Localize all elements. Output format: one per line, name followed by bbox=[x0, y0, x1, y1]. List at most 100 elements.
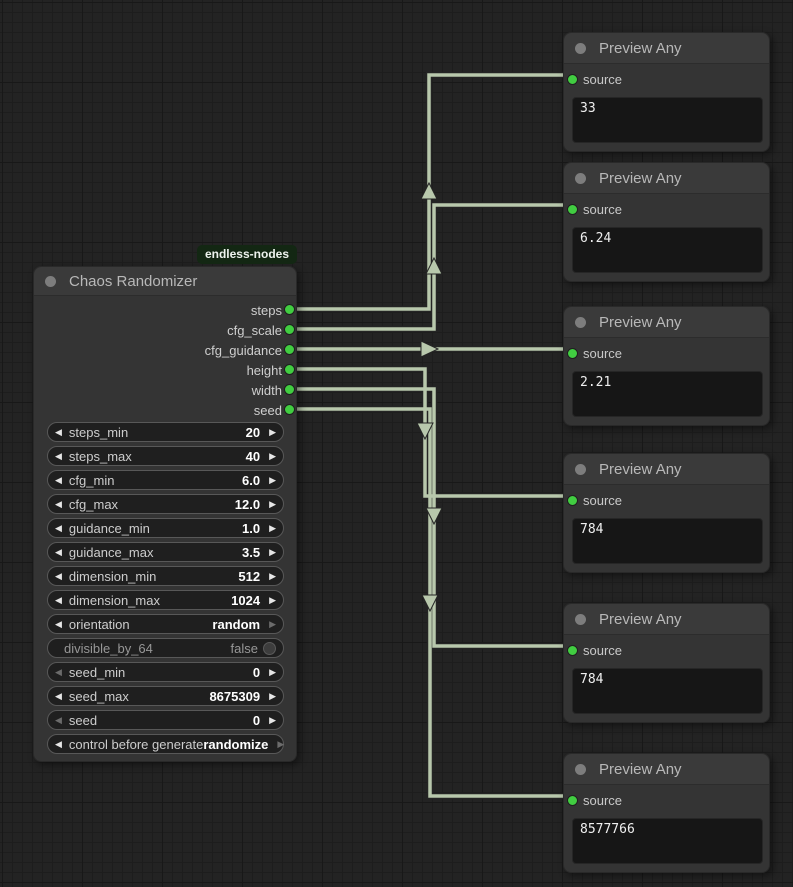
preview-value-box[interactable]: 8577766 bbox=[572, 818, 763, 864]
widget-value[interactable]: 12.0 bbox=[234, 496, 261, 512]
node-title-bar[interactable]: Preview Any bbox=[564, 307, 769, 338]
widget-value[interactable]: 3.5 bbox=[242, 544, 261, 560]
node-title-bar[interactable]: Preview Any bbox=[564, 163, 769, 194]
decrement-arrow-icon[interactable] bbox=[55, 620, 62, 629]
chaos-randomizer-node[interactable]: endless-nodes Chaos Randomizer steps cfg… bbox=[33, 245, 297, 762]
preview-any-node-3[interactable]: Preview Any source 2.21 bbox=[563, 306, 770, 426]
output-slot-cfg-guidance[interactable] bbox=[284, 344, 295, 355]
node-title-bar[interactable]: Preview Any bbox=[564, 754, 769, 785]
output-slot-seed[interactable] bbox=[284, 404, 295, 415]
widget-control-before-generate[interactable]: control before generate randomize bbox=[47, 734, 284, 754]
slot-label: source bbox=[583, 201, 623, 217]
increment-arrow-icon[interactable] bbox=[269, 476, 276, 485]
increment-arrow-icon[interactable] bbox=[277, 740, 284, 749]
output-slot-cfg-scale[interactable] bbox=[284, 324, 295, 335]
node-title-bar[interactable]: Preview Any bbox=[564, 33, 769, 64]
widget-dimension-max[interactable]: dimension_max 1024 bbox=[47, 590, 284, 610]
widget-value[interactable]: 1.0 bbox=[242, 520, 261, 536]
widget-label: guidance_min bbox=[68, 520, 150, 536]
widget-value[interactable]: 512 bbox=[238, 568, 261, 584]
widget-divisible-by-64[interactable]: divisible_by_64 false bbox=[47, 638, 284, 658]
widget-value[interactable]: 20 bbox=[245, 424, 261, 440]
increment-arrow-icon[interactable] bbox=[269, 692, 276, 701]
widget-label: seed_max bbox=[68, 688, 129, 704]
node-title-bar[interactable]: Preview Any bbox=[564, 454, 769, 485]
input-slot-source[interactable] bbox=[567, 348, 578, 359]
collapse-dot-icon[interactable] bbox=[45, 275, 56, 287]
widget-value[interactable]: random bbox=[212, 616, 261, 632]
collapse-dot-icon[interactable] bbox=[575, 42, 586, 54]
output-slot-height[interactable] bbox=[284, 364, 295, 375]
collapse-dot-icon[interactable] bbox=[575, 613, 586, 625]
decrement-arrow-icon[interactable] bbox=[55, 500, 62, 509]
toggle-knob[interactable] bbox=[263, 641, 276, 655]
widget-value[interactable]: 0 bbox=[252, 664, 261, 680]
node-title-bar[interactable]: Preview Any bbox=[564, 604, 769, 635]
decrement-arrow-icon[interactable] bbox=[55, 740, 62, 749]
collapse-dot-icon[interactable] bbox=[575, 316, 586, 328]
widget-cfg-min[interactable]: cfg_min 6.0 bbox=[47, 470, 284, 490]
widget-value[interactable]: 1024 bbox=[231, 592, 261, 608]
increment-arrow-icon[interactable] bbox=[269, 500, 276, 509]
preview-value-box[interactable]: 784 bbox=[572, 518, 763, 564]
widget-value[interactable]: randomize bbox=[203, 736, 269, 752]
widget-guidance-max[interactable]: guidance_max 3.5 bbox=[47, 542, 284, 562]
input-slot-source[interactable] bbox=[567, 495, 578, 506]
decrement-arrow-icon[interactable] bbox=[55, 572, 62, 581]
preview-any-node-1[interactable]: Preview Any source 33 bbox=[563, 32, 770, 152]
widget-value[interactable]: 6.0 bbox=[242, 472, 261, 488]
increment-arrow-icon[interactable] bbox=[269, 668, 276, 677]
widget-value[interactable]: 0 bbox=[252, 712, 261, 728]
input-slot-source[interactable] bbox=[567, 204, 578, 215]
preview-value-box[interactable]: 33 bbox=[572, 97, 763, 143]
output-slot-width[interactable] bbox=[284, 384, 295, 395]
increment-arrow-icon[interactable] bbox=[269, 524, 276, 533]
decrement-arrow-icon[interactable] bbox=[55, 548, 62, 557]
collapse-dot-icon[interactable] bbox=[575, 763, 586, 775]
preview-any-node-4[interactable]: Preview Any source 784 bbox=[563, 453, 770, 573]
widget-orientation[interactable]: orientation random bbox=[47, 614, 284, 634]
increment-arrow-icon[interactable] bbox=[269, 428, 276, 437]
slot-label: seed bbox=[253, 402, 282, 418]
input-slot-source[interactable] bbox=[567, 74, 578, 85]
decrement-arrow-icon[interactable] bbox=[55, 596, 62, 605]
preview-value-box[interactable]: 784 bbox=[572, 668, 763, 714]
widget-guidance-min[interactable]: guidance_min 1.0 bbox=[47, 518, 284, 538]
decrement-arrow-icon[interactable] bbox=[55, 524, 62, 533]
widget-steps-max[interactable]: steps_max 40 bbox=[47, 446, 284, 466]
increment-arrow-icon[interactable] bbox=[269, 572, 276, 581]
increment-arrow-icon[interactable] bbox=[269, 548, 276, 557]
widget-value[interactable]: 40 bbox=[245, 448, 261, 464]
input-slot-source[interactable] bbox=[567, 645, 578, 656]
widget-steps-min[interactable]: steps_min 20 bbox=[47, 422, 284, 442]
widget-seed[interactable]: seed 0 bbox=[47, 710, 284, 730]
decrement-arrow-icon[interactable] bbox=[55, 428, 62, 437]
widget-cfg-max[interactable]: cfg_max 12.0 bbox=[47, 494, 284, 514]
preview-value-box[interactable]: 6.24 bbox=[572, 227, 763, 273]
collapse-dot-icon[interactable] bbox=[575, 172, 586, 184]
increment-arrow-icon[interactable] bbox=[269, 452, 276, 461]
decrement-arrow-icon[interactable] bbox=[55, 476, 62, 485]
decrement-arrow-icon[interactable] bbox=[55, 716, 62, 725]
decrement-arrow-icon[interactable] bbox=[55, 692, 62, 701]
decrement-arrow-icon[interactable] bbox=[55, 452, 62, 461]
widget-value[interactable]: 8675309 bbox=[209, 688, 261, 704]
preview-value-box[interactable]: 2.21 bbox=[572, 371, 763, 417]
widget-seed-max[interactable]: seed_max 8675309 bbox=[47, 686, 284, 706]
node-title-bar[interactable]: Chaos Randomizer bbox=[34, 267, 296, 296]
widget-dimension-min[interactable]: dimension_min 512 bbox=[47, 566, 284, 586]
increment-arrow-icon[interactable] bbox=[269, 620, 276, 629]
output-slot-steps[interactable] bbox=[284, 304, 295, 315]
decrement-arrow-icon[interactable] bbox=[55, 668, 62, 677]
input-row-source: source bbox=[564, 639, 769, 661]
increment-arrow-icon[interactable] bbox=[269, 596, 276, 605]
slot-label: cfg_guidance bbox=[204, 342, 282, 358]
widget-seed-min[interactable]: seed_min 0 bbox=[47, 662, 284, 682]
preview-any-node-6[interactable]: Preview Any source 8577766 bbox=[563, 753, 770, 873]
preview-any-node-2[interactable]: Preview Any source 6.24 bbox=[563, 162, 770, 282]
increment-arrow-icon[interactable] bbox=[269, 716, 276, 725]
input-slot-source[interactable] bbox=[567, 795, 578, 806]
preview-any-node-5[interactable]: Preview Any source 784 bbox=[563, 603, 770, 723]
collapse-dot-icon[interactable] bbox=[575, 463, 586, 475]
